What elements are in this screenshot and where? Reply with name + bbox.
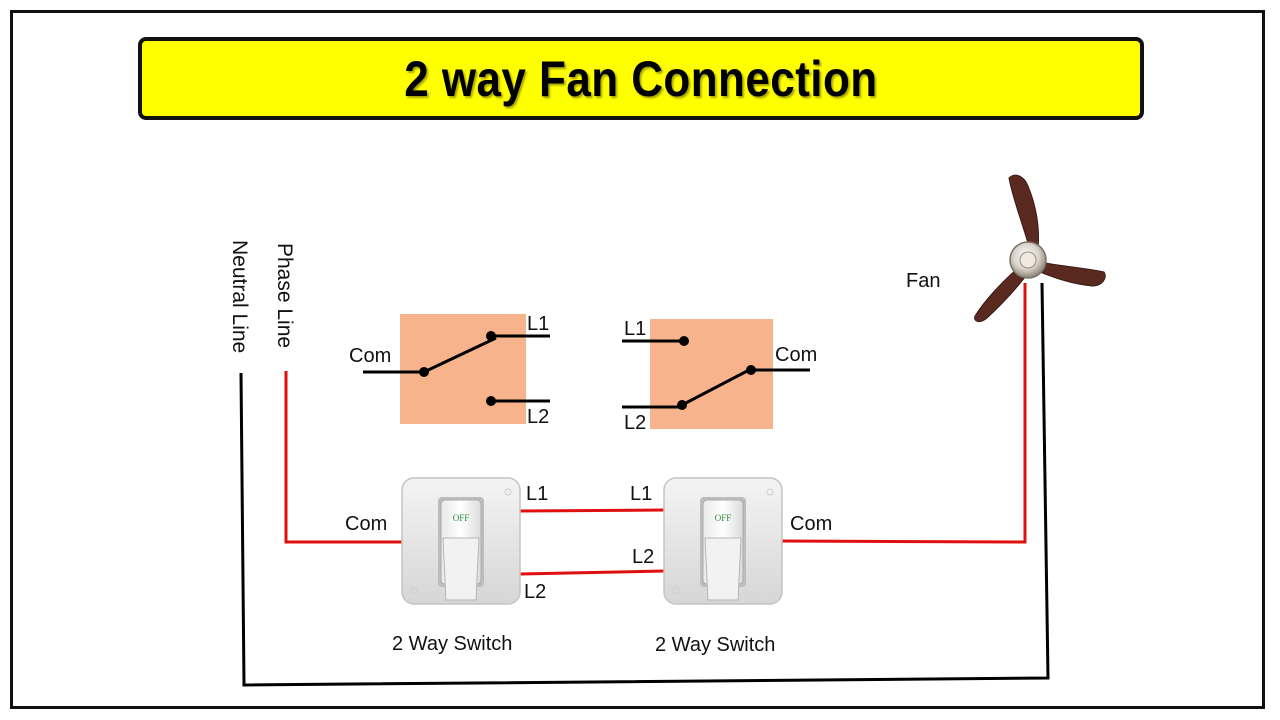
fan-supply-wire xyxy=(781,283,1027,544)
switch-right-off-text: OFF xyxy=(715,513,732,523)
schematic-right-l1-label: L1 xyxy=(624,318,646,340)
ceiling-fan-icon xyxy=(974,174,1106,323)
switch-right-caption: 2 Way Switch xyxy=(655,634,775,656)
switch-right-com-label: Com xyxy=(790,513,832,535)
switch-right-l1-label: L1 xyxy=(630,483,652,505)
fan-label: Fan xyxy=(906,270,940,292)
switch-left-l2-label: L2 xyxy=(524,581,546,603)
switch-left: OFF Com L1 L2 2 Way Switch xyxy=(345,477,548,655)
switch-right-l2-label: L2 xyxy=(632,546,654,568)
neutral-wire xyxy=(239,282,1050,687)
page-title: 2 way Fan Connection xyxy=(404,50,878,107)
traveler-wire-l1 xyxy=(519,508,665,513)
schematic-left-l2-label: L2 xyxy=(527,406,549,428)
schematic-plate-left xyxy=(400,314,526,424)
schematic-left-l1-label: L1 xyxy=(527,313,549,335)
phase-line-label: Phase Line xyxy=(273,243,296,348)
traveler-wire-l2 xyxy=(519,569,665,576)
switch-left-l1-label: L1 xyxy=(526,483,548,505)
title-banner: 2 way Fan Connection xyxy=(138,37,1144,120)
phase-wire xyxy=(284,371,402,544)
schematic-plate-right xyxy=(650,319,773,429)
switch-left-caption: 2 Way Switch xyxy=(392,633,512,655)
schematic-switch-right: L1 L2 Com xyxy=(622,318,817,434)
neutral-line-label: Neutral Line xyxy=(228,240,251,353)
schematic-right-com-label: Com xyxy=(775,344,817,366)
diagram-frame xyxy=(10,10,1265,709)
switch-left-off-text: OFF xyxy=(453,513,470,523)
schematic-right-l2-label: L2 xyxy=(624,412,646,434)
schematic-left-com-label: Com xyxy=(349,345,391,367)
schematic-switch-left: Com L1 L2 xyxy=(349,313,550,428)
switch-right: OFF L1 L2 Com 2 Way Switch xyxy=(630,477,832,656)
switch-left-com-label: Com xyxy=(345,513,387,535)
